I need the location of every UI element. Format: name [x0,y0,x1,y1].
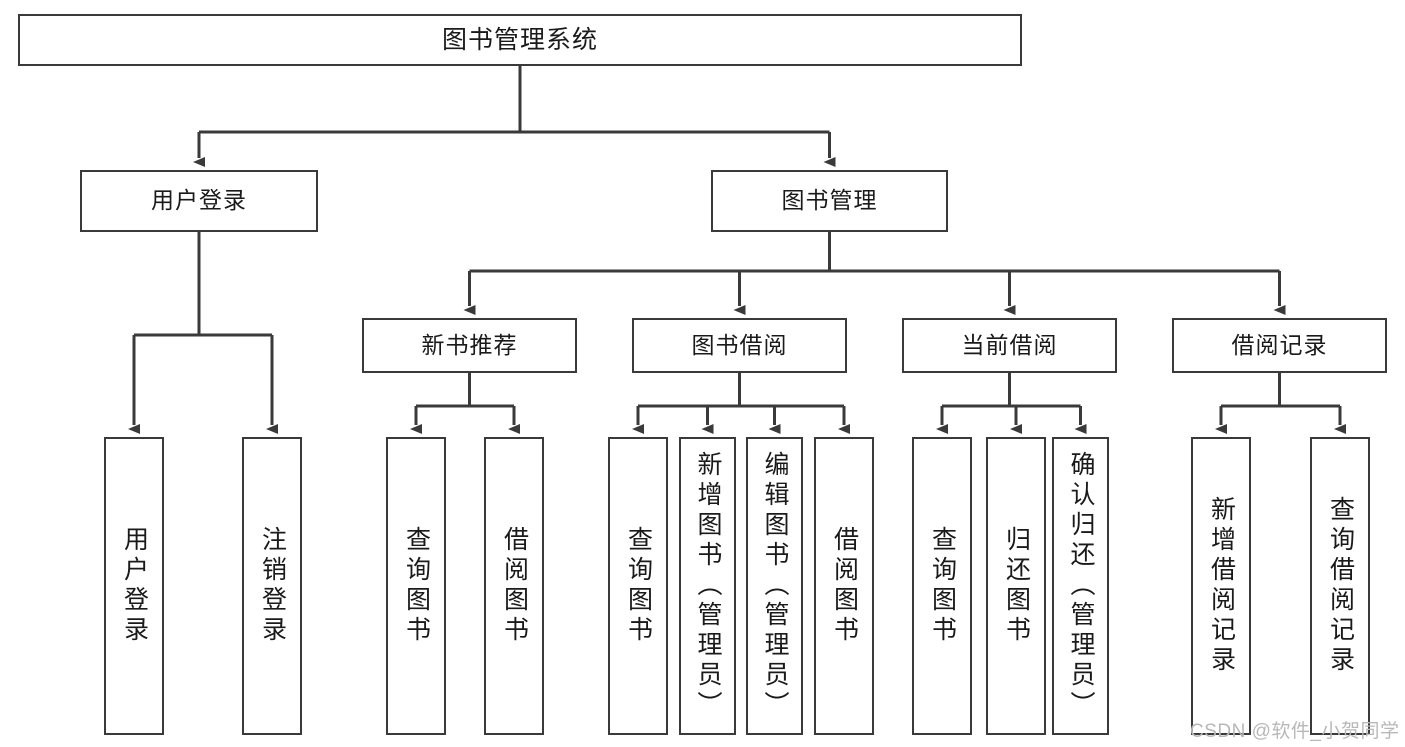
node-label: 借阅图书 [830,526,859,646]
node-label: 用户登录 [151,187,247,214]
leaf-node-leaf-borrow-book-2: 借阅图书 [814,437,874,735]
csdn-watermark: CSDN @软件_小贺同学 [1190,721,1400,742]
leaf-node-leaf-add-book: 新增图书（管理员） [679,437,736,735]
node-label: 归还图书 [1002,526,1031,646]
node-label: 图书管理系统 [441,26,598,54]
leaf-node-leaf-query-borrow-record: 查询借阅记录 [1310,437,1370,735]
level3-node-book-borrow: 图书借阅 [632,318,847,373]
leaf-node-leaf-query-book-1: 查询图书 [386,437,446,735]
leaf-node-leaf-return-book: 归还图书 [986,437,1046,735]
node-label: 新增图书（管理员） [694,451,722,721]
level3-node-current-borrow: 当前借阅 [902,318,1117,373]
node-label: 编辑图书（管理员） [761,451,789,721]
level3-node-borrow-record: 借阅记录 [1172,318,1387,373]
leaf-node-leaf-user-login: 用户登录 [104,437,164,735]
node-label: 查询借阅记录 [1326,496,1355,676]
root-node-root: 图书管理系统 [18,14,1022,66]
node-label: 新增借阅记录 [1207,496,1236,676]
leaf-node-leaf-borrow-book-1: 借阅图书 [484,437,544,735]
node-label: 图书管理 [781,187,878,214]
node-label: 当前借阅 [961,331,1058,358]
node-label: 查询图书 [928,526,957,646]
node-label: 查询图书 [624,526,653,646]
node-label: 用户登录 [120,526,149,646]
node-label: 图书借阅 [691,331,788,358]
leaf-node-leaf-confirm-return: 确认归还（管理员） [1052,437,1109,735]
level2-node-book-manage: 图书管理 [711,170,948,232]
level3-node-new-book-recommend: 新书推荐 [362,318,577,373]
leaf-node-leaf-query-book-3: 查询图书 [912,437,972,735]
node-label: 注销登录 [258,526,287,646]
leaf-node-leaf-user-logout: 注销登录 [242,437,302,735]
node-label: 新书推荐 [421,331,518,358]
leaf-node-leaf-add-borrow-record: 新增借阅记录 [1191,437,1251,735]
node-label: 确认归还（管理员） [1067,451,1095,721]
level2-node-user-login: 用户登录 [80,170,318,232]
node-label: 借阅记录 [1231,331,1328,358]
leaf-node-leaf-edit-book: 编辑图书（管理员） [746,437,803,735]
node-label: 借阅图书 [500,526,529,646]
node-label: 查询图书 [402,526,431,646]
leaf-node-leaf-query-book-2: 查询图书 [608,437,668,735]
